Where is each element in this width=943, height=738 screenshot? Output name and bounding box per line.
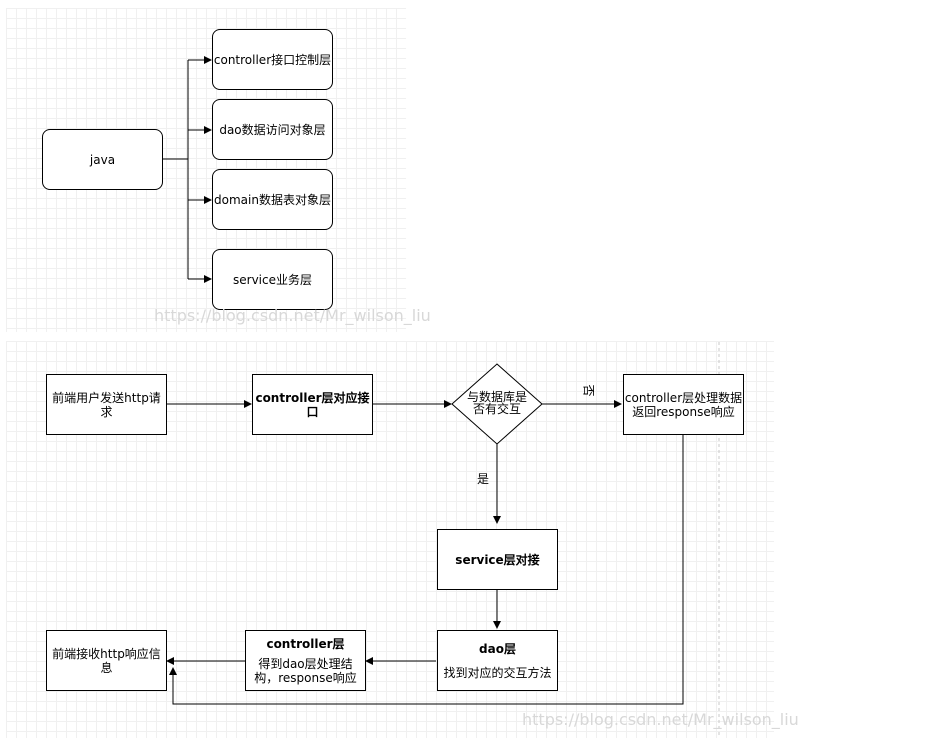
controller-desc-line1: 得到dao层处理结 (258, 657, 353, 671)
domain-layer-label: domain数据表对象层 (214, 192, 331, 207)
arrow-response-loop (169, 434, 684, 705)
controller-title: controller层 (266, 637, 345, 651)
request-label: 前端用户发送http请求 (52, 390, 161, 419)
flow-connectors (166, 400, 684, 705)
controller-response-line1: controller层处理数据 (624, 390, 743, 405)
request-node[interactable]: 前端用户发送http请求 (46, 374, 167, 435)
java-node[interactable]: java (42, 129, 163, 190)
controller-node[interactable]: controller层 得到dao层处理结 构，response响应 (245, 630, 366, 691)
controller-layer-node[interactable]: controller接口控制层 (212, 29, 333, 90)
controller-response-line2: 返回response响应 (632, 404, 735, 419)
decision-diamond (451, 363, 543, 445)
decision-label-line1: 与数据库是 (466, 390, 527, 404)
decision-label-line2: 否有交互 (472, 402, 521, 416)
dao-layer-label: dao数据访问对象层 (219, 122, 326, 137)
dao-desc: 找到对应的交互方法 (443, 665, 552, 680)
watermark-bottom: https://blog.csdn.net/Mr_wilson_liu (522, 710, 799, 729)
watermark-top: https://blog.csdn.net/Mr_wilson_liu (154, 306, 431, 325)
dao-layer-node[interactable]: dao数据访问对象层 (212, 99, 333, 160)
receive-node[interactable]: 前端接收http响应信息 (46, 630, 167, 691)
no-label: 否 (581, 384, 596, 397)
controller-interface-label: controller层对应接口 (255, 390, 370, 419)
service-layer-label: service业务层 (233, 272, 312, 287)
controller-response-node[interactable]: controller层处理数据 返回response响应 (623, 374, 744, 435)
controller-interface-node[interactable]: controller层对应接口 (252, 374, 373, 435)
decision-label[interactable]: 与数据库是 否有交互 (452, 391, 542, 415)
yes-label: 是 (477, 472, 490, 486)
domain-layer-node[interactable]: domain数据表对象层 (212, 169, 333, 230)
receive-label: 前端接收http响应信息 (52, 646, 161, 675)
tree-connectors (162, 56, 212, 283)
service-layer-node[interactable]: service业务层 (212, 249, 333, 310)
java-node-label: java (89, 152, 116, 167)
controller-layer-label: controller接口控制层 (213, 52, 332, 67)
dao-node[interactable]: dao层 找到对应的交互方法 (437, 630, 558, 691)
dao-title: dao层 (479, 641, 516, 656)
service-node[interactable]: service层对接 (437, 529, 558, 590)
service-label: service层对接 (455, 552, 540, 567)
controller-desc-line2: 构，response响应 (254, 671, 357, 685)
